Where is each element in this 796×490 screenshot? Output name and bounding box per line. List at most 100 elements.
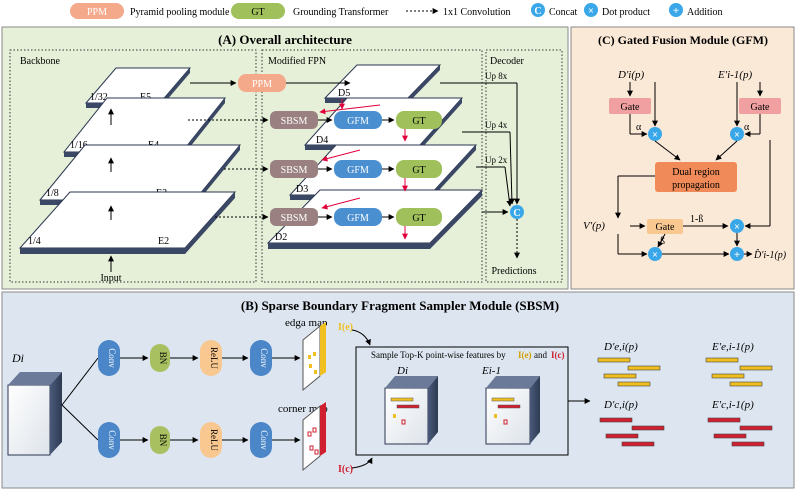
backbone-region xyxy=(9,49,257,283)
corner-map xyxy=(302,402,326,472)
legend-dot-text: Dot product xyxy=(602,7,650,18)
sample-ic: I(c) xyxy=(551,350,565,360)
concat-icon xyxy=(510,205,524,219)
dual-region-label-1: Dual region xyxy=(672,167,720,178)
legend-gt-abbr: GT xyxy=(251,7,264,18)
sample-cube-ei xyxy=(485,376,540,445)
gfm-label-3: GFM xyxy=(347,213,369,224)
dot-right-symbol: × xyxy=(734,130,740,141)
dot-product-icon xyxy=(584,3,598,17)
conv-label-lower-2: Conv xyxy=(259,430,269,450)
sbsm-label-3: SBSM xyxy=(281,213,308,224)
v-label: V'(p) xyxy=(583,220,605,232)
decoder-label-d4: D4 xyxy=(316,135,328,146)
add-symbol: + xyxy=(734,249,740,261)
predictions-label: Predictions xyxy=(492,266,537,277)
sample-ie: I(e) xyxy=(518,350,532,360)
gt-block-1 xyxy=(396,111,442,129)
decoder-label-d3: D3 xyxy=(296,184,308,195)
gate-beta xyxy=(647,219,683,234)
conv-label-upper-1: Conv xyxy=(107,348,117,368)
upsample-2x-label: Up 2x xyxy=(485,155,508,165)
branch-upper-line xyxy=(61,357,99,406)
sample-cube-di xyxy=(384,376,438,445)
encoder-label-e2: E2 xyxy=(158,236,169,247)
upsample-4x-label: Up 4x xyxy=(485,120,508,130)
relu-block-lower xyxy=(200,422,222,458)
dot-right-to-dual xyxy=(715,140,738,161)
edge-map-label: edga map xyxy=(285,317,328,329)
conv-block-lower-2 xyxy=(250,422,272,458)
sbsm-block-2 xyxy=(270,160,318,178)
gfm-label-1: GFM xyxy=(347,116,369,127)
bn-label-lower: BN xyxy=(158,434,168,447)
out-dc-label: D'c,i(p) xyxy=(603,399,638,411)
gfm-block-1 xyxy=(334,111,382,129)
ie-label: I(e) xyxy=(338,322,353,333)
bn-block-upper xyxy=(150,344,170,372)
scale-label-e4: 1/16 xyxy=(70,140,88,151)
scale-label-e5: 1/32 xyxy=(90,92,108,103)
panel-sbsm: (B) Sparse Boundary Fragment Sampler Mod… xyxy=(1,291,795,489)
input-label: Input xyxy=(100,273,121,284)
sample-di-label: Di xyxy=(396,365,408,377)
legend-add-text: Addition xyxy=(687,7,723,18)
decoder-label-d2: D2 xyxy=(275,232,287,243)
dot-product-icon xyxy=(730,127,744,141)
d3-to-sbsm-arrow xyxy=(321,197,361,210)
ie-curve-arrow xyxy=(351,329,371,346)
conv-block-lower-1 xyxy=(98,422,120,458)
dot-left-symbol: × xyxy=(652,130,658,141)
dot-product-icon xyxy=(648,247,662,261)
legend-dot-symbol: × xyxy=(588,6,594,17)
gate-left xyxy=(609,98,651,114)
dot-oneminus-symbol: × xyxy=(734,222,740,233)
d4-to-sbsm-arrow xyxy=(321,149,361,162)
gate-beta-label: Gate xyxy=(656,222,675,233)
encoder-slab-e2 xyxy=(18,191,237,254)
gfm-output: D̂'i-1(p) xyxy=(753,248,787,261)
gate-to-left-dot xyxy=(657,233,666,248)
gate-left-label: Gate xyxy=(621,102,640,113)
legend-ppm-text: Pyramid pooling module xyxy=(130,7,230,18)
d5-to-sbsm-arrow xyxy=(319,104,381,115)
panel-c-background xyxy=(570,26,795,290)
edge-map xyxy=(302,322,326,392)
sbsm-label-1: SBSM xyxy=(281,116,308,127)
sbsm-block-1 xyxy=(270,111,318,129)
scale-label-e2: 1/4 xyxy=(28,236,41,247)
addition-icon xyxy=(730,247,744,261)
gate-right-label: Gate xyxy=(751,102,770,113)
ppm-block xyxy=(238,74,286,92)
branch-lower-line xyxy=(61,404,99,441)
ic-label: I(c) xyxy=(338,464,353,475)
bn-block-lower xyxy=(150,426,170,454)
d4-up-arrow xyxy=(508,131,515,205)
panel-gated-fusion-module: (C) Gated Fusion Module (GFM) D'i(p) E'i… xyxy=(570,26,795,290)
dot-product-icon xyxy=(648,127,662,141)
one-minus-beta: 1-ß xyxy=(690,214,703,225)
addition-icon xyxy=(669,3,683,17)
concat-symbol: C xyxy=(513,208,520,219)
legend-conv-text: 1x1 Convolution xyxy=(443,7,511,18)
conv-label-upper-2: Conv xyxy=(259,348,269,368)
legend-gt-text: Grounding Transformer xyxy=(293,7,389,18)
relu-block-upper xyxy=(200,340,222,376)
backbone-label: Backbone xyxy=(20,56,61,67)
legend-ppm-swatch xyxy=(70,3,124,19)
dual-region-label-2: propagation xyxy=(672,180,720,191)
dual-region-propagation xyxy=(655,162,737,192)
sample-text: Sample Top-K point-wise features by xyxy=(371,350,506,360)
sbsm-block-3 xyxy=(270,208,318,226)
corner-features-e xyxy=(707,417,773,447)
panel-c-title: (C) Gated Fusion Module (GFM) xyxy=(598,33,768,47)
out-ec-label: E'c,i-1(p) xyxy=(711,399,754,411)
gfm-d-input: D'i(p) xyxy=(617,69,645,81)
legend-gt-swatch xyxy=(231,3,285,19)
edge-features-d xyxy=(597,357,661,387)
gfm-label-2: GFM xyxy=(347,165,369,176)
relu-label-lower: ReLU xyxy=(209,429,219,451)
panel-b-title: (B) Sparse Boundary Fragment Sampler Mod… xyxy=(241,298,559,313)
legend-add-symbol: + xyxy=(673,5,679,17)
